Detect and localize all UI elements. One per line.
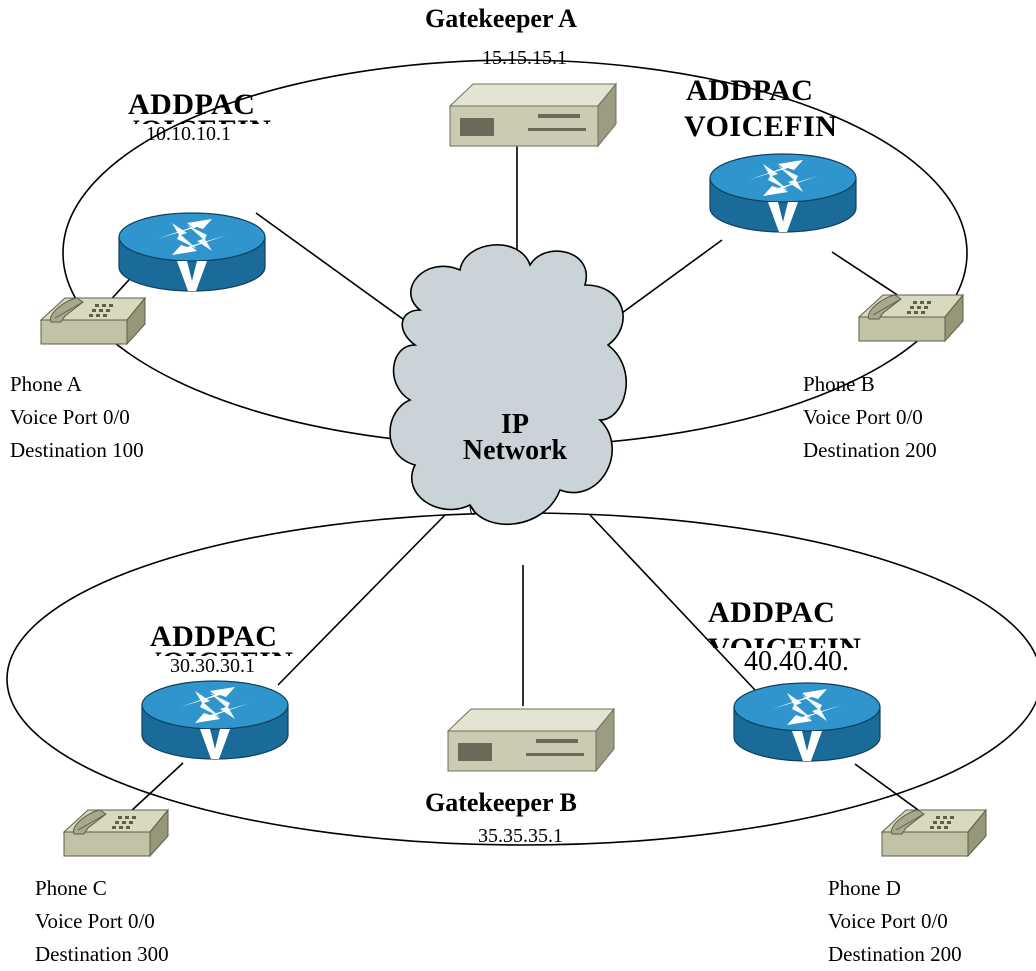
phone-b-label: Phone B Voice Port 0/0 Destination 200 bbox=[803, 368, 937, 467]
phone-a-port: Voice Port 0/0 bbox=[10, 405, 130, 429]
router-c-brand-line1: ADDPAC bbox=[150, 622, 278, 653]
phone-c-name: Phone C bbox=[35, 876, 107, 900]
router-b-brand-line2: VOICEFIN bbox=[684, 112, 838, 138]
phone-b-name: Phone B bbox=[803, 372, 875, 396]
link-router-d bbox=[589, 514, 756, 691]
router-a-brand-line1: ADDPAC bbox=[128, 90, 256, 121]
ip-network-line2: Network bbox=[462, 435, 568, 466]
phone-a-label: Phone A Voice Port 0/0 Destination 100 bbox=[10, 368, 144, 467]
ip-network-line1: IP bbox=[501, 409, 529, 440]
phone-d-port: Voice Port 0/0 bbox=[828, 909, 948, 933]
router-d-brand: ADDPAC VOICEFIN bbox=[708, 598, 873, 648]
ip-network-cloud bbox=[389, 244, 627, 526]
router-b-brand-line1: ADDPAC bbox=[686, 74, 814, 107]
router-b-icon bbox=[709, 153, 857, 233]
router-a-brand-line2: VOICEFIN bbox=[128, 116, 271, 125]
phone-d-destination: Destination 200 bbox=[828, 942, 962, 966]
gatekeeper-a-icon bbox=[449, 83, 617, 147]
router-c-brand: ADDPAC VOICEFIN bbox=[150, 622, 310, 656]
gatekeeper-b-ip: 35.35.35.1 bbox=[478, 825, 563, 847]
link-phone-c bbox=[129, 762, 184, 813]
phone-d-label: Phone D Voice Port 0/0 Destination 200 bbox=[828, 872, 962, 971]
router-b-brand: VOICEFIN bbox=[684, 112, 854, 138]
phone-a-name: Phone A bbox=[10, 372, 82, 396]
phone-c-label: Phone C Voice Port 0/0 Destination 300 bbox=[35, 872, 169, 971]
router-d-brand-line2: VOICEFIN bbox=[708, 634, 861, 649]
phone-d-icon bbox=[881, 809, 987, 857]
router-a-ip: 10.10.10.1 bbox=[146, 123, 231, 145]
router-a-icon bbox=[118, 212, 266, 292]
router-a-brand: ADDPAC VOICEFIN bbox=[128, 90, 288, 124]
phone-c-destination: Destination 300 bbox=[35, 942, 169, 966]
phone-a-icon bbox=[40, 297, 146, 345]
gatekeeper-a-title: Gatekeeper A bbox=[425, 4, 577, 33]
gatekeeper-a-ip: 15.15.15.1 bbox=[482, 47, 567, 69]
link-phone-d bbox=[854, 763, 926, 816]
link-phone-b bbox=[831, 251, 906, 301]
gatekeeper-b-icon bbox=[447, 708, 615, 772]
link-router-c bbox=[277, 514, 446, 686]
router-d-icon bbox=[733, 682, 881, 762]
link-router-a bbox=[255, 212, 426, 336]
router-c-icon bbox=[141, 680, 289, 760]
router-d-ip: 40.40.40. bbox=[744, 646, 849, 677]
gatekeeper-b-title: Gatekeeper B bbox=[425, 788, 577, 817]
phone-c-icon bbox=[63, 809, 169, 857]
phone-b-port: Voice Port 0/0 bbox=[803, 405, 923, 429]
ip-network-label: IP Network bbox=[435, 409, 595, 466]
phone-b-icon bbox=[858, 294, 964, 342]
phone-a-destination: Destination 100 bbox=[10, 438, 144, 462]
router-c-brand-line2: VOICEFIN bbox=[150, 648, 293, 657]
phone-d-name: Phone D bbox=[828, 876, 901, 900]
phone-c-port: Voice Port 0/0 bbox=[35, 909, 155, 933]
phone-b-destination: Destination 200 bbox=[803, 438, 937, 462]
router-d-brand-line1: ADDPAC bbox=[708, 598, 836, 629]
router-c-ip: 30.30.30.1 bbox=[170, 655, 255, 677]
